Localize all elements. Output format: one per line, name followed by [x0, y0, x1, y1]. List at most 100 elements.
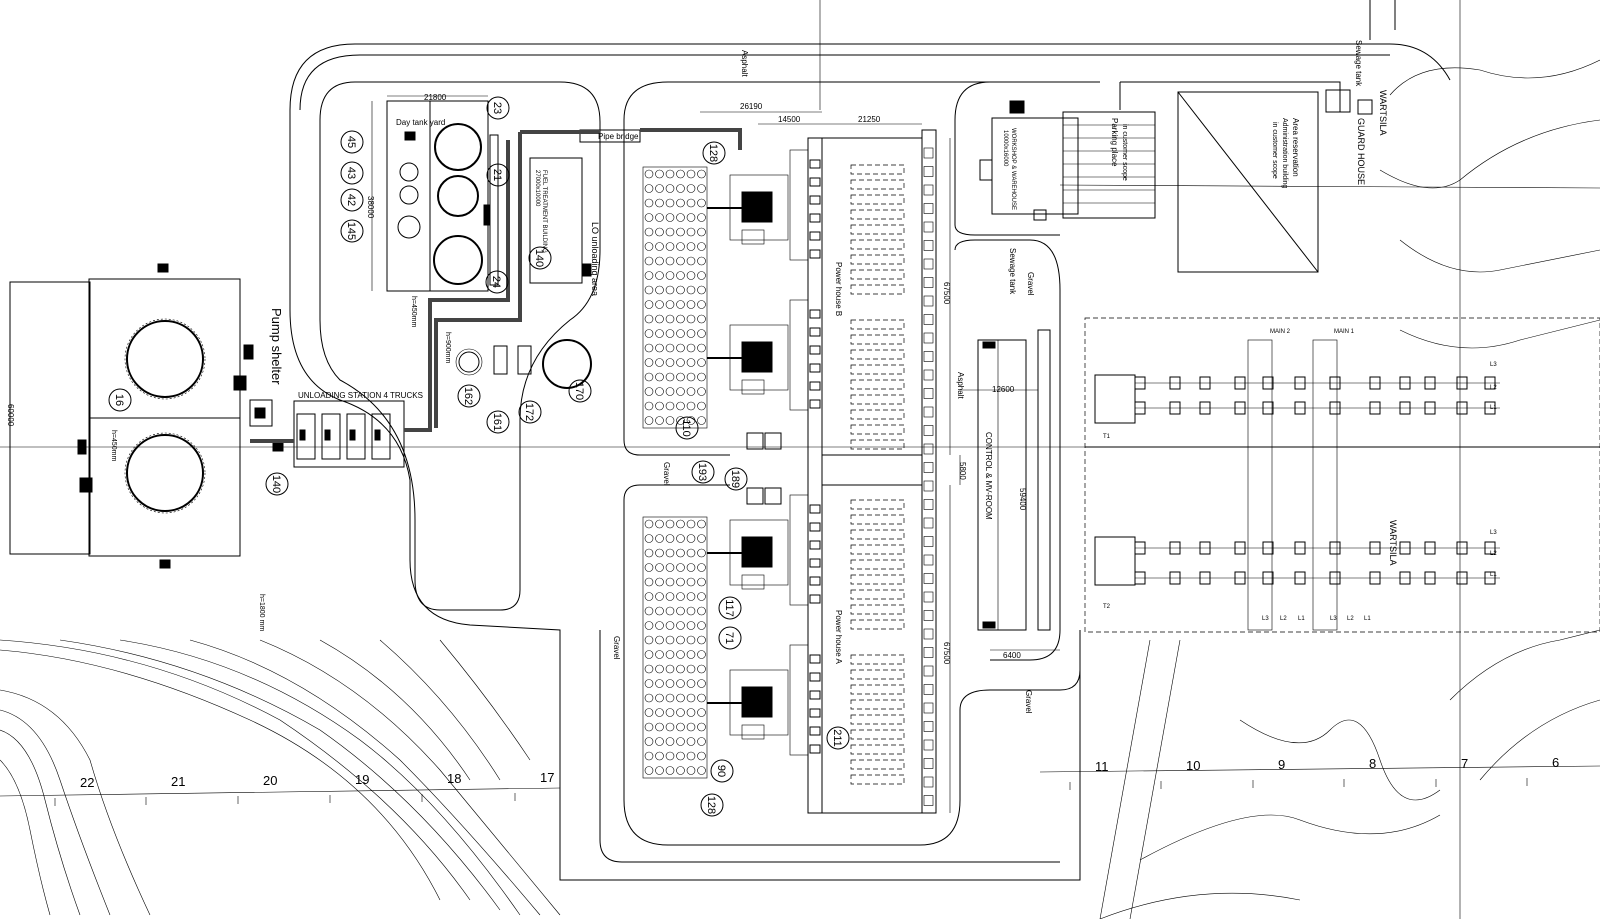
radiator-fan: [655, 766, 664, 775]
radiator-fan: [686, 271, 696, 280]
sewage-tank-label-top: Sewage tank: [1354, 40, 1363, 87]
callout-number: 170: [573, 382, 585, 400]
radiator-fan: [655, 329, 664, 338]
dim-h450b: h=450mm: [110, 430, 117, 461]
radiator-fan: [655, 548, 664, 558]
radiator-fan: [697, 372, 706, 382]
grid-label-22: 22: [80, 775, 94, 790]
storage-tank-area: [9, 263, 284, 569]
power-house-b-label: Power house B: [834, 262, 843, 316]
grid-label-6: 6: [1552, 755, 1559, 770]
main-busbar: [1312, 339, 1338, 631]
radiator-fan: [665, 606, 675, 616]
dashed-cell: [850, 774, 905, 785]
radiator-fan: [665, 577, 675, 587]
dim-14500: 14500: [778, 115, 801, 124]
callout-number: 193: [696, 463, 708, 481]
grid-label-10: 10: [1186, 758, 1200, 773]
callout-number: 23: [491, 102, 503, 114]
fuel-piping: [250, 128, 742, 443]
radiator-fan: [665, 227, 675, 237]
radiator-fan: [686, 198, 696, 208]
radiator-fan: [655, 198, 664, 208]
breaker: [1199, 541, 1211, 555]
wall-pilaster: [923, 258, 934, 270]
control-room-label: CONTROL & MV-ROOM: [984, 432, 993, 520]
radiator-fan: [697, 766, 706, 775]
radiator-fan: [686, 300, 696, 309]
breaker: [1134, 571, 1146, 585]
workshop-size: 10000x16000: [1002, 130, 1008, 167]
radiator-fan: [697, 621, 706, 630]
callout-number: 172: [523, 403, 535, 421]
breaker: [1484, 541, 1496, 555]
parking-label: Parking place: [1110, 118, 1119, 167]
wall-pilaster: [923, 166, 934, 177]
radiator-fan: [697, 534, 706, 543]
radiator-fan: [644, 766, 654, 775]
wall-pilaster: [923, 462, 934, 473]
radiator-fan: [644, 606, 654, 616]
wall-pilaster: [923, 573, 934, 584]
wall-pilaster: [923, 369, 934, 381]
callout-number: 16: [113, 394, 125, 406]
radiator-fan: [676, 387, 685, 396]
wall-pilaster: [923, 147, 934, 159]
radiator-fan: [686, 314, 696, 324]
callout-number: 42: [345, 194, 357, 206]
wall-pilaster: [923, 184, 934, 196]
dashed-cell: [850, 729, 905, 740]
sewage-tank-label-mid: Sewage tank: [1008, 248, 1017, 295]
radiator-fan: [665, 679, 675, 688]
aux-unit: [764, 487, 782, 505]
radiator-fan: [655, 300, 664, 309]
aux-unit: [746, 432, 764, 450]
radiator-fan: [644, 387, 654, 396]
dashed-cell: [850, 179, 905, 190]
radiator-fan: [665, 184, 675, 193]
dim-60000: 60000: [6, 404, 15, 427]
radiator-fan: [676, 198, 685, 208]
breaker: [1234, 541, 1246, 555]
callout-117: 117: [718, 596, 742, 620]
radiator-fan: [686, 592, 696, 601]
dashed-cell: [850, 574, 905, 585]
dim-59400: 59400: [1018, 488, 1027, 511]
radiator-bank: [642, 166, 708, 429]
callout-71: 71: [718, 626, 742, 650]
radiator-fan: [686, 679, 696, 688]
radiator-fan: [665, 534, 675, 543]
callout-172: 172: [518, 400, 542, 424]
radiator-fan: [686, 184, 696, 193]
radiator-fan: [665, 722, 675, 732]
radiator-fan: [665, 242, 675, 251]
aux-unit: [746, 487, 764, 505]
dim-h900: h=900mm: [444, 332, 451, 363]
grid-label-19: 19: [355, 772, 369, 787]
radiator-fan: [665, 387, 675, 396]
dashed-cell: [850, 499, 905, 510]
radiator-fan: [676, 256, 685, 266]
radiator-fan: [644, 358, 654, 367]
phase-label: L3: [1490, 530, 1497, 536]
breaker: [1199, 571, 1211, 585]
dim-21250: 21250: [858, 115, 881, 124]
callout-16: 16: [108, 388, 132, 412]
radiator-fan: [697, 548, 706, 558]
wall-pilaster: [923, 684, 934, 695]
radiator-fan: [665, 314, 675, 324]
radiator-fan: [665, 213, 675, 222]
dashed-cell: [850, 284, 905, 295]
radiator-fan: [697, 679, 706, 688]
dashed-cell: [850, 559, 905, 570]
admin-building-label: Administration building: [1281, 118, 1288, 189]
radiator-fan: [686, 664, 696, 674]
fuel-treatment-label: FUEL TREATMENT BUILDING: [541, 170, 547, 253]
radiator-fan: [676, 563, 685, 572]
workshop-label: WORKSHOP & WAREHOUSE: [1010, 128, 1016, 210]
radiator-fan: [665, 635, 675, 645]
radiator-bank: [642, 516, 708, 779]
breaker: [1169, 541, 1181, 555]
wall-pilaster: [923, 517, 934, 529]
radiator-fan: [655, 679, 664, 688]
